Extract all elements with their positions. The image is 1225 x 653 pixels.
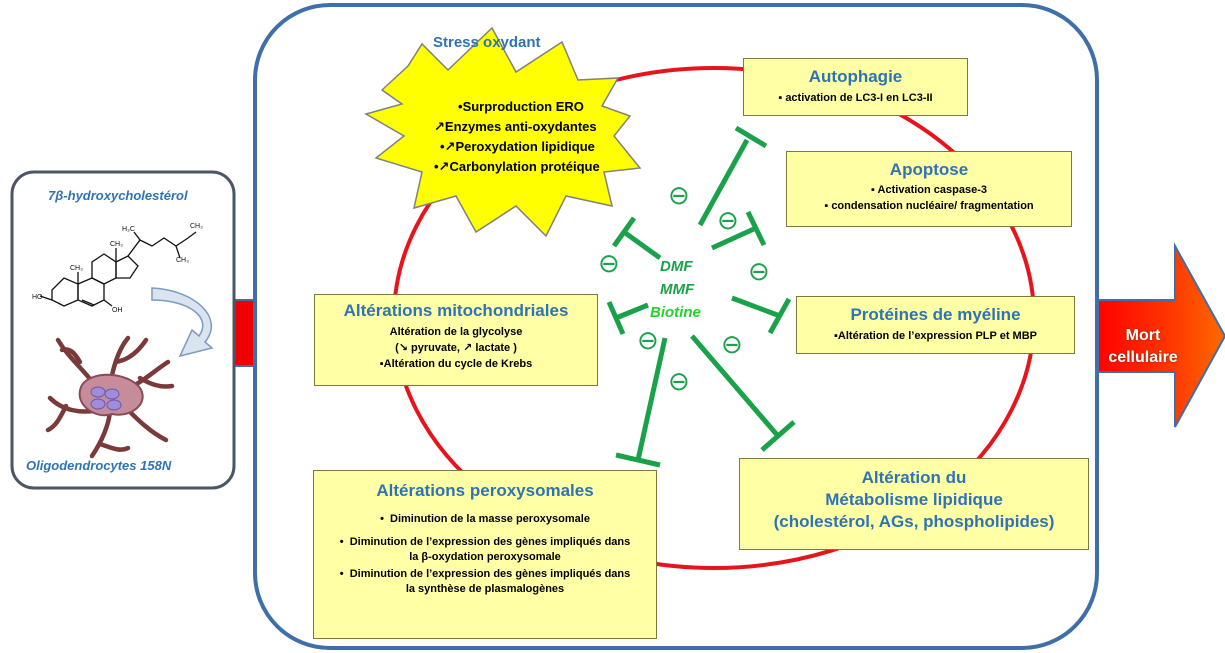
svg-text:CH₃: CH₃ <box>176 257 189 264</box>
curved-arrow <box>151 287 214 358</box>
mito-line: ▪Altération du cycle de Krebs <box>379 358 533 370</box>
autophagie-box: Autophagie ▪ activation de LC3-I en LC3-… <box>743 58 968 116</box>
oligodendrocyte-body <box>78 373 144 417</box>
myeline-line: ▪Altération de l’expression PLP et MBP <box>834 330 1037 342</box>
stress-title: Stress oxydant <box>433 34 541 51</box>
stress-item: •Surproduction ERO <box>458 99 584 114</box>
biotine-label: Biotine <box>650 304 701 321</box>
stress-item: •↗Peroxydation lipidique <box>440 139 595 154</box>
mito-line: (↘ pyruvate, ↗ lactate ) <box>395 342 517 354</box>
inhibit-symbol-icon: ⊖ <box>717 205 739 235</box>
peroxy-item: • Diminution de l’expression des gènes i… <box>339 568 631 595</box>
svg-text:CH₃: CH₃ <box>190 223 203 230</box>
molecule-structure <box>39 231 197 307</box>
apoptose-line: ▪ condensation nucléaire/ fragmentation <box>824 200 1034 212</box>
mort-cellulaire-label: Mort cellulaire <box>1108 327 1178 366</box>
compound-label: 7β-hydroxycholestérol <box>48 188 188 203</box>
molecule-labels: HO OH CH₃ CH₃ H₃C CH₃ CH₃ <box>32 223 203 314</box>
autophagie-title: Autophagie <box>808 67 903 86</box>
peroxy-title: Altérations peroxysomales <box>376 481 594 500</box>
myeline-title: Protéines de myéline <box>850 305 1021 324</box>
inhibit-apoptose <box>710 225 758 251</box>
inhibit-mito <box>615 302 649 321</box>
inhibit-lipid <box>690 334 780 438</box>
down-arrow-icon: ↘ <box>398 342 408 354</box>
lipid-line: Altération du <box>861 468 967 487</box>
lipid-line: Métabolisme lipidique <box>825 490 1003 509</box>
dmf-label: DMF <box>660 258 693 275</box>
apoptose-line: ▪ Activation caspase-3 <box>871 184 987 196</box>
mito-title: Altérations mitochondriales <box>343 301 569 320</box>
mito-line: Altération de la glycolyse <box>389 326 523 338</box>
inhibit-symbol-icon: ⊖ <box>668 180 690 210</box>
stress-item: ↗Enzymes anti-oxydantes <box>434 119 597 134</box>
autophagie-line: ▪ activation de LC3-I en LC3-II <box>778 92 933 104</box>
lipid-line: (cholestérol, AGs, phospholipides) <box>773 512 1055 531</box>
inhibit-autophagie <box>697 138 750 227</box>
inhibit-symbol-icon: ⊖ <box>598 248 620 278</box>
svg-text:H₃C: H₃C <box>122 226 135 233</box>
inhibit-symbol-icon: ⊖ <box>637 325 659 355</box>
inhibit-stress <box>622 229 662 261</box>
mito-box: Altérations mitochondriales Altération d… <box>314 294 598 386</box>
svg-text:CH₃: CH₃ <box>110 241 123 248</box>
output-arrow <box>1094 242 1225 428</box>
cells-label: Oligodendrocytes 158N <box>26 458 172 473</box>
stress-star <box>364 26 642 238</box>
inhibitor-lines <box>606 125 796 468</box>
inhibit-symbol-icon: ⊖ <box>748 256 770 286</box>
mmf-label: MMF <box>660 281 695 298</box>
stress-item: •↗Carbonylation protéique <box>434 159 600 174</box>
svg-text:OH: OH <box>112 307 123 314</box>
svg-text:HO: HO <box>32 294 43 301</box>
lipid-box: Altération du Métabolisme lipidique (cho… <box>739 458 1089 550</box>
peroxy-box: Altérations peroxysomales • Diminution d… <box>313 470 657 639</box>
apoptose-title: Apoptose <box>889 160 969 179</box>
inhibit-symbol-icon: ⊖ <box>721 329 743 359</box>
input-connector <box>231 299 257 367</box>
peroxy-item: • Diminution de l’expression des gènes i… <box>339 536 631 563</box>
stress-items: •Surproduction ERO ↗Enzymes anti-oxydant… <box>434 97 609 177</box>
apoptose-box: Apoptose ▪ Activation caspase-3 ▪ conden… <box>786 151 1072 227</box>
inhibit-peroxy <box>635 337 668 461</box>
svg-text:CH₃: CH₃ <box>70 265 83 272</box>
up-arrow-icon: ↗ <box>463 342 473 354</box>
myeline-box: Protéines de myéline ▪Altération de l’ex… <box>796 296 1075 354</box>
inhibit-symbol-icon: ⊖ <box>668 366 690 396</box>
left-panel <box>10 170 236 490</box>
inhibit-myeline <box>731 295 781 319</box>
peroxy-item: • Diminution de la masse peroxysomale <box>380 513 590 525</box>
